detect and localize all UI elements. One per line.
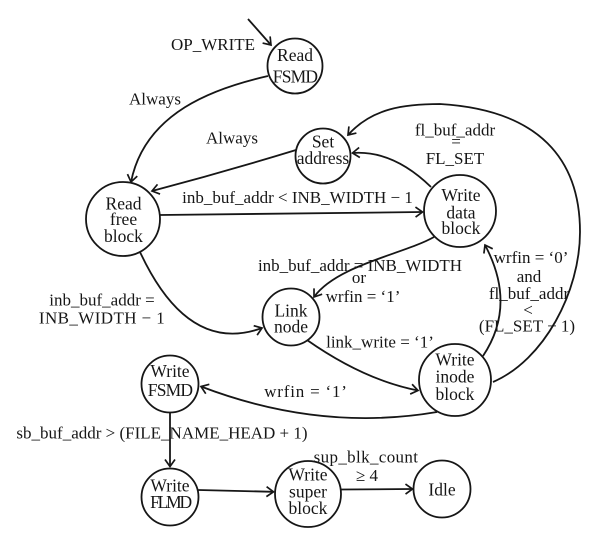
svg-text:inode: inode [436,367,475,387]
svg-text:block: block [289,498,328,518]
svg-text:block: block [436,384,475,404]
svg-text:FSMD: FSMD [148,380,193,400]
svg-text:Write: Write [441,185,480,205]
svg-text:or: or [352,268,367,287]
svg-text:inb_buf_addr = INB_WIDTH: inb_buf_addr = INB_WIDTH [258,256,462,275]
svg-text:inb_buf_addr < INB_WIDTH − 1: inb_buf_addr < INB_WIDTH − 1 [182,188,413,207]
svg-text:inb_buf_addr =: inb_buf_addr = [49,291,154,310]
svg-text:data: data [446,203,475,223]
svg-text:≥ 4: ≥ 4 [356,466,379,485]
svg-text:sup_blk_count: sup_blk_count [314,448,419,467]
svg-text:Write: Write [435,350,474,370]
svg-text:=: = [451,132,461,151]
svg-text:Always: Always [206,129,258,148]
svg-text:Read: Read [277,45,313,65]
svg-text:wrfin = ‘1’: wrfin = ‘1’ [264,382,348,401]
svg-text:and: and [517,267,542,286]
svg-text:address: address [297,148,350,168]
svg-text:super: super [289,482,327,502]
svg-text:block: block [104,226,143,246]
svg-text:node: node [274,317,308,337]
svg-text:link_write = ‘1’: link_write = ‘1’ [326,333,434,352]
svg-text:FLMD: FLMD [150,492,191,512]
svg-text:INB_WIDTH − 1: INB_WIDTH − 1 [39,309,165,328]
svg-text:fl_buf_addr: fl_buf_addr [489,284,570,303]
svg-text:FL_SET: FL_SET [426,149,485,168]
svg-text:wrfin = ‘0’: wrfin = ‘0’ [494,248,569,267]
svg-text:fl_buf_addr: fl_buf_addr [415,121,496,140]
svg-text:Always: Always [129,90,181,109]
svg-text:<: < [523,301,533,320]
svg-text:FSMD: FSMD [273,67,318,87]
svg-text:(FL_SET − 1): (FL_SET − 1) [479,317,575,336]
svg-text:OP_WRITE: OP_WRITE [171,35,255,54]
svg-text:Write: Write [150,361,189,381]
svg-text:Link: Link [274,301,307,321]
svg-text:wrfin = ‘1’: wrfin = ‘1’ [326,287,401,306]
svg-text:Idle: Idle [428,480,455,500]
svg-text:free: free [110,209,137,229]
svg-text:Read: Read [106,194,142,214]
svg-text:sb_buf_addr > (FILE_NAME_HEAD: sb_buf_addr > (FILE_NAME_HEAD + 1) [16,424,307,443]
svg-text:block: block [442,218,481,238]
svg-text:Write: Write [288,465,327,485]
svg-text:Write: Write [150,476,189,496]
svg-text:Set: Set [312,132,335,152]
